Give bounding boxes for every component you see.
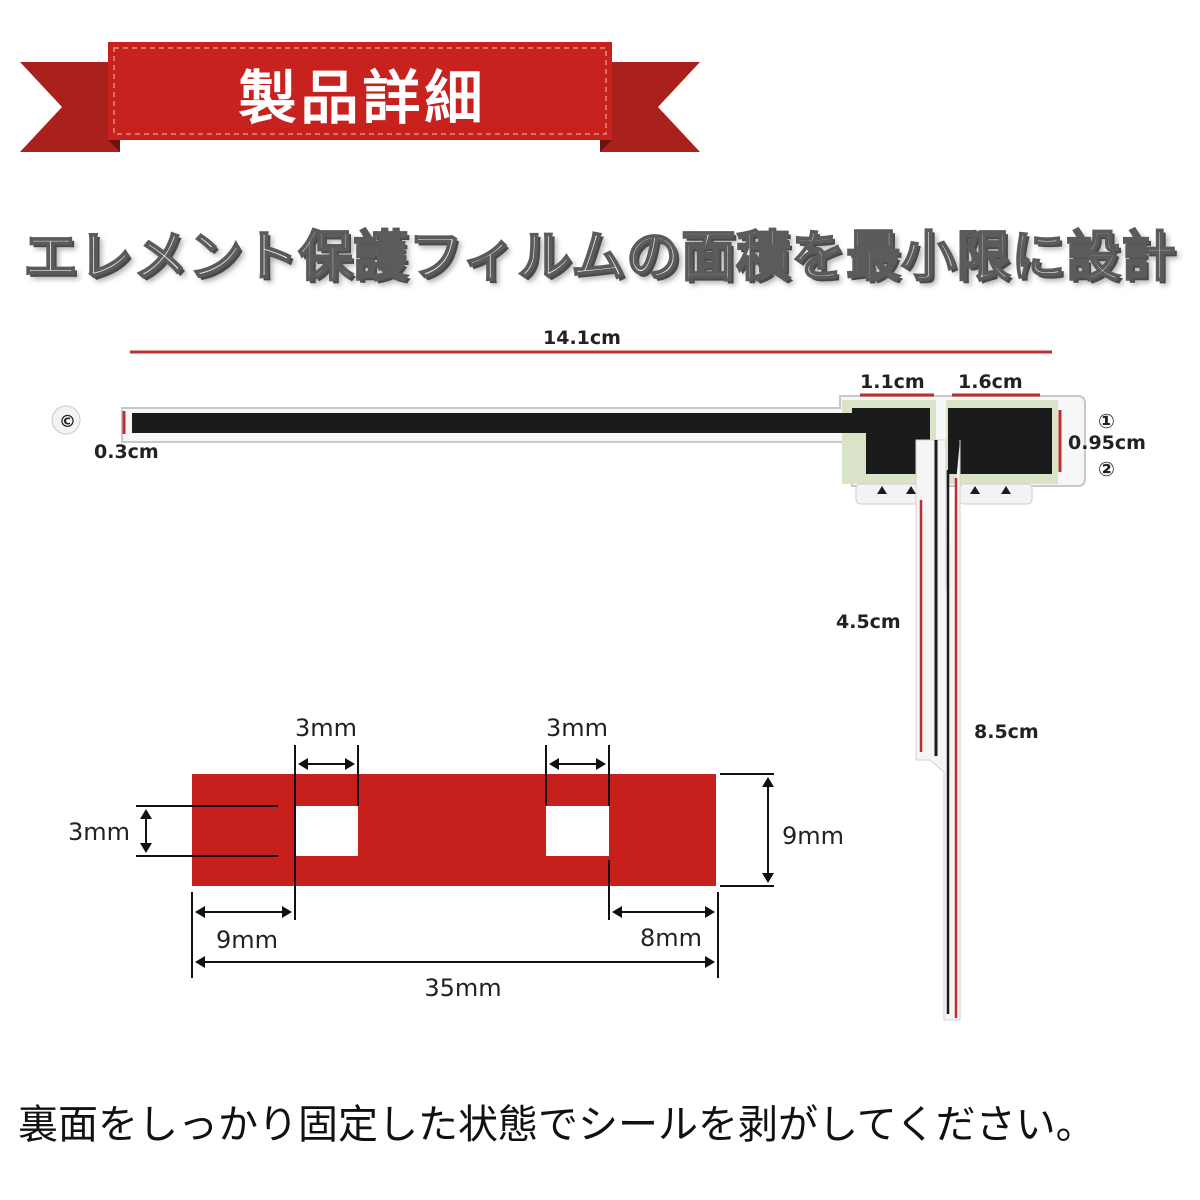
right-offset-label: 8mm [640,924,702,952]
marker-right-top: ① [1098,409,1115,433]
lead-short-label: 4.5cm [836,611,901,633]
lead-long-label: 8.5cm [974,721,1039,743]
tape-dimension-lines [136,745,774,978]
marker-right-bottom: ② [1098,457,1115,481]
headline: エレメント保護フィルムの面積を最小限に設計 [23,224,1177,289]
pad-height-label: 0.95cm [1068,432,1146,454]
length-label: 14.1cm [543,327,621,349]
left-offset-label: 9mm [216,926,278,954]
hole-right-width-label: 3mm [546,714,608,742]
tape-strip [192,774,716,886]
title-ribbon-banner [20,42,700,152]
pad-right-label: 1.6cm [958,371,1023,393]
marker-left: © [59,412,76,432]
hole-height-label: 3mm [68,818,130,846]
antenna-element [51,350,1086,1021]
tape-height-label: 9mm [782,822,844,850]
width-label: 0.3cm [94,441,159,463]
tape-arrowheads [140,758,774,968]
total-length-label: 35mm [424,974,501,1002]
pad-left-label: 1.1cm [860,371,925,393]
banner-title: 製品詳細 [238,64,487,132]
hole-left-width-label: 3mm [295,714,357,742]
instruction-note: 裏面をしっかり固定した状態でシールを剥がしてください。 [18,1102,1096,1148]
